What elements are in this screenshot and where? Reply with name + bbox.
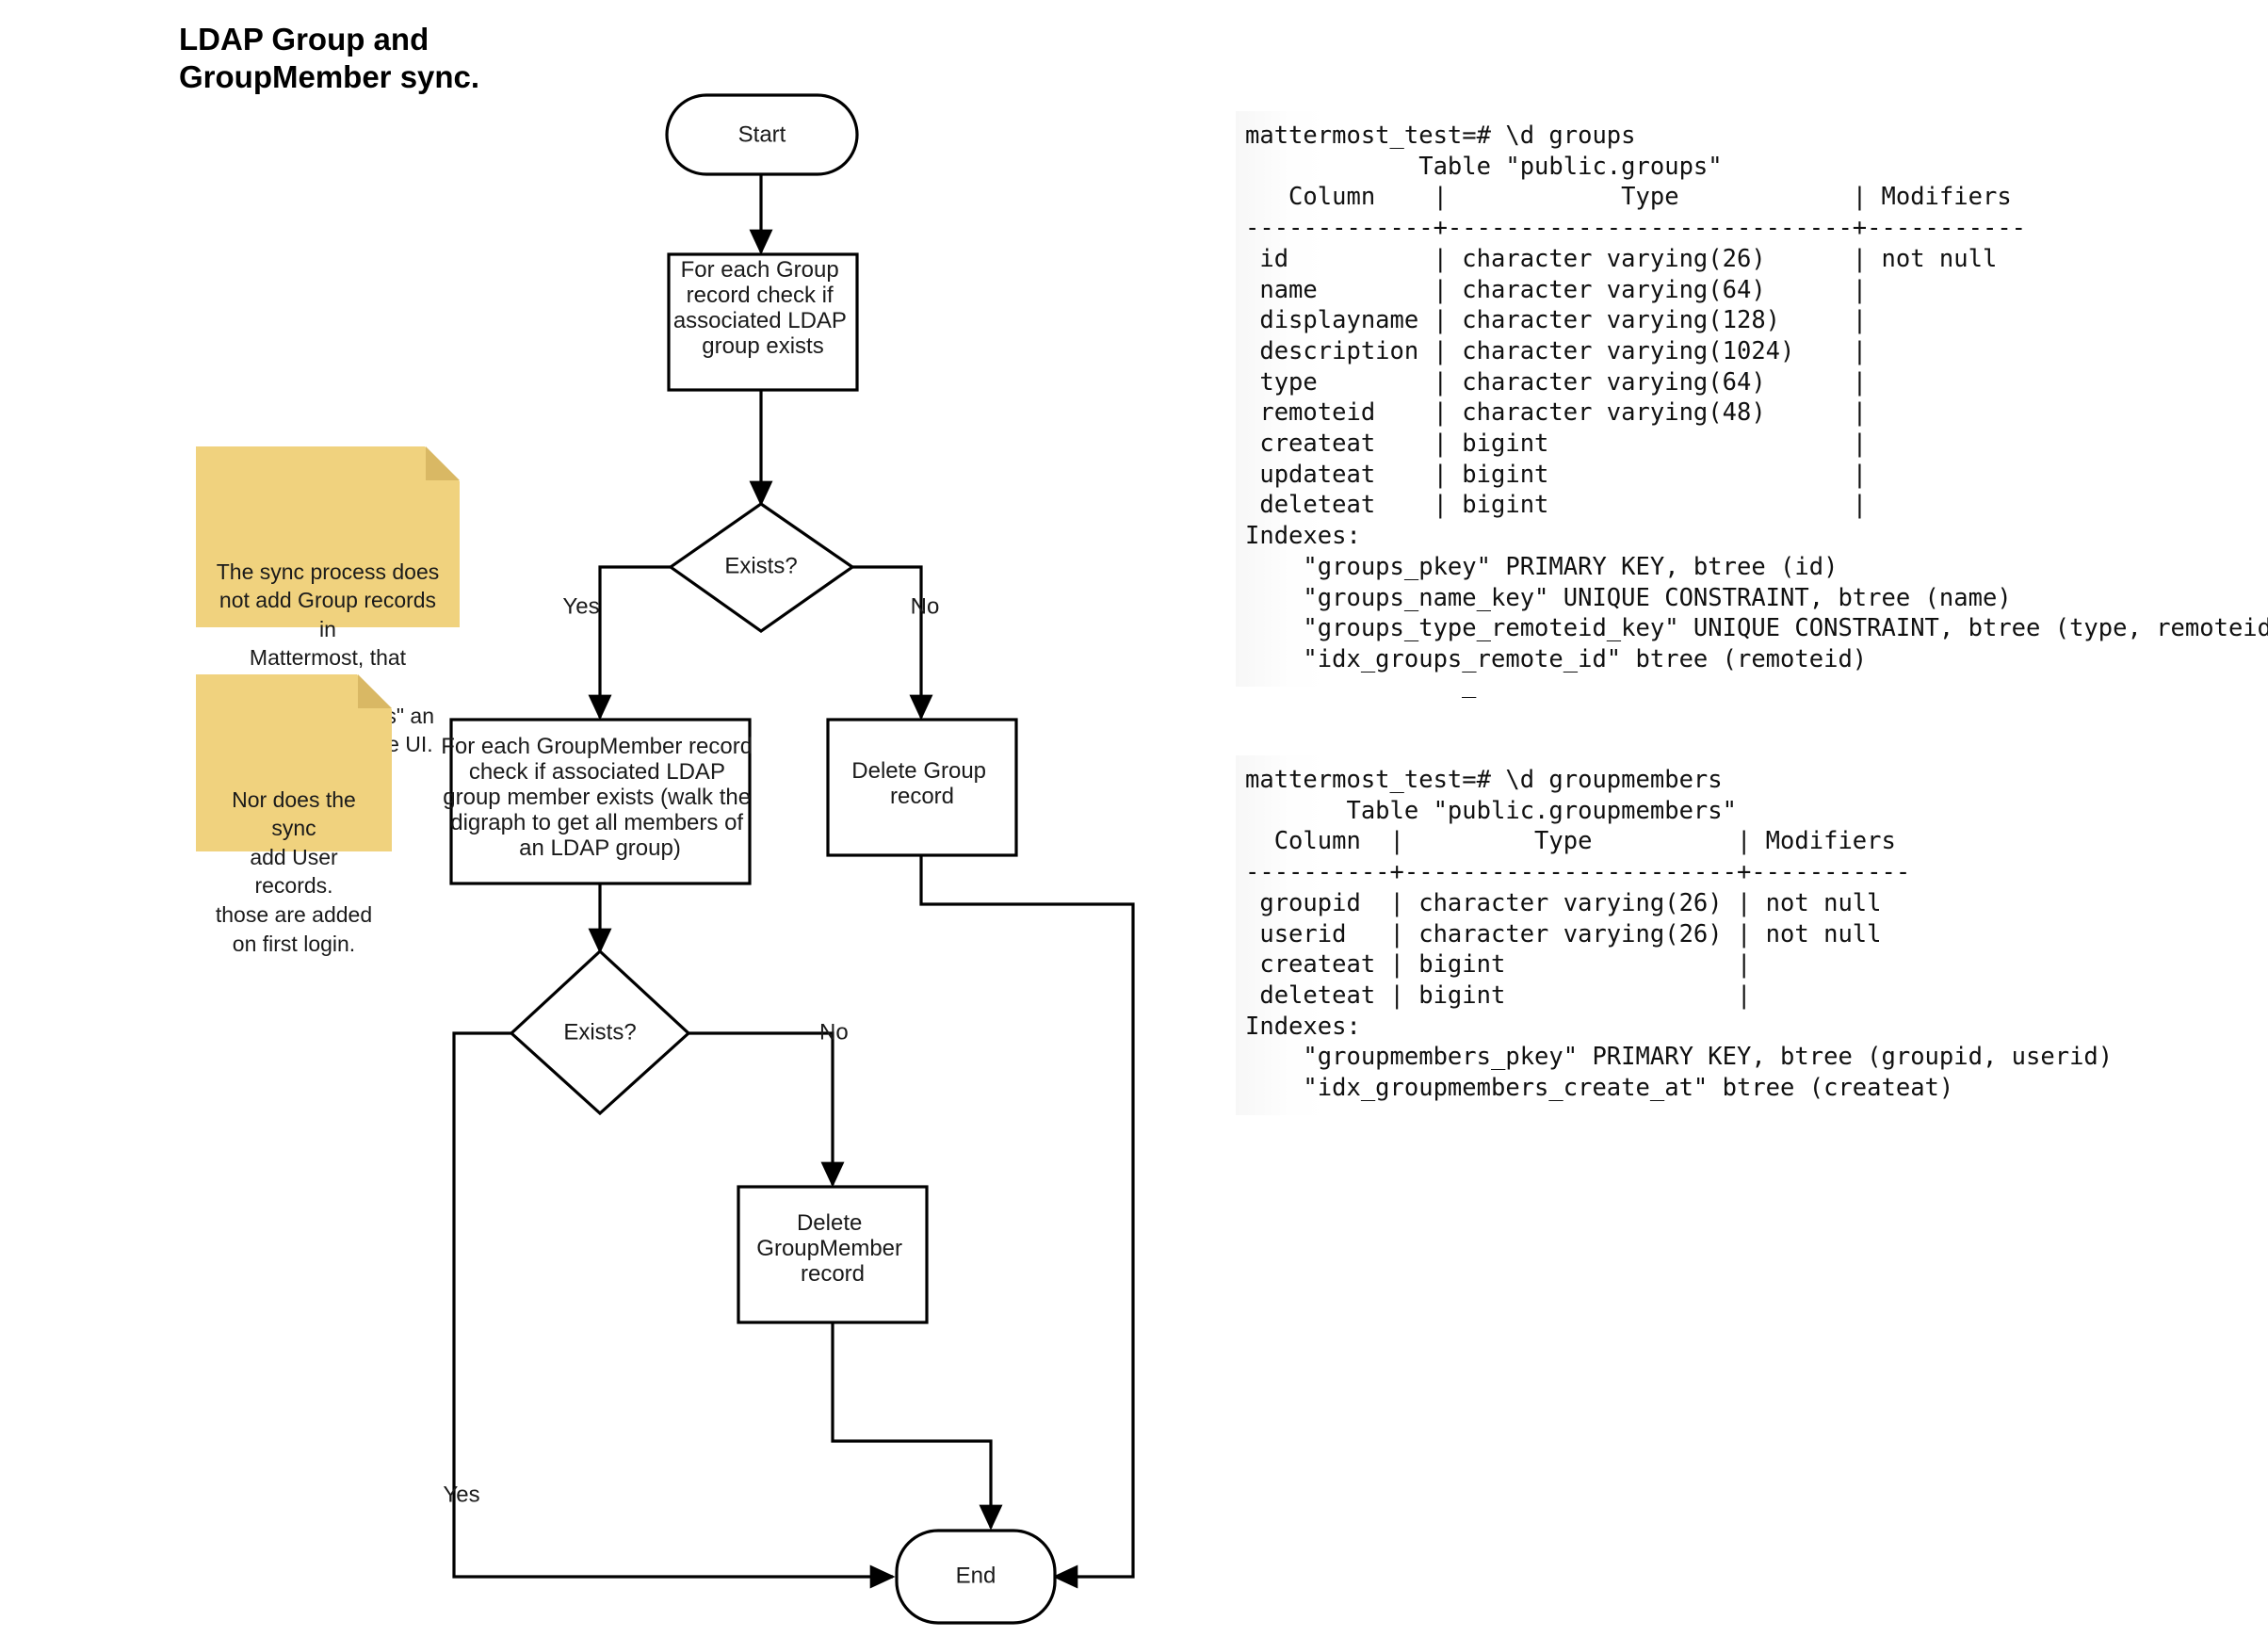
node-end[interactable] xyxy=(895,1529,1057,1625)
node-check-group-record-label: For each Group record check if associate… xyxy=(673,257,852,359)
terminal-line: description | character varying(1024) | xyxy=(1245,336,1868,365)
terminal-line: Table "public.groupmembers" xyxy=(1245,796,1737,825)
terminal-line: userid | character varying(26) | not nul… xyxy=(1245,919,1882,948)
edge-exists2-yes-to-end xyxy=(452,1031,896,1589)
terminal-line: Table "public.groups" xyxy=(1245,152,1723,181)
terminal-line: Indexes: xyxy=(1245,1012,1361,1041)
terminal-line: ----------+-----------------------+-----… xyxy=(1245,858,1911,887)
node-start-label: Start xyxy=(738,122,786,147)
node-exists-decision-1[interactable] xyxy=(668,502,855,633)
terminal-line: "groups_type_remoteid_key" UNIQUE CONSTR… xyxy=(1245,614,2268,643)
edge-exists1-yes-to-check-groupmember xyxy=(588,565,671,721)
node-delete-groupmember-record[interactable] xyxy=(737,1185,929,1324)
terminal-line: -------------+--------------------------… xyxy=(1245,214,2027,243)
page-title: LDAP Group and GroupMember sync. xyxy=(179,22,480,95)
terminal-line: name | character varying(64) | xyxy=(1245,275,1868,304)
terminal-line: createat | bigint | xyxy=(1245,950,1752,980)
node-exists-decision-2-label: Exists? xyxy=(563,1019,636,1045)
edge-exists2-no-to-delete-groupmember xyxy=(688,1031,845,1188)
terminal-line: "idx_groups_remote_id" btree (remoteid) xyxy=(1245,644,1868,673)
terminal-line: mattermost_test=# \d groupmembers xyxy=(1245,766,1723,794)
terminal-output-groups: mattermost_test=# \d groups Table "publi… xyxy=(1236,111,2268,687)
sticky-note-sync-no-group-add: The sync process does not add Group reco… xyxy=(196,446,460,756)
terminal-line: displayname | character varying(128) | xyxy=(1245,306,1868,335)
node-delete-group-record[interactable] xyxy=(826,718,1018,857)
terminal-line: "groups_name_key" UNIQUE CONSTRAINT, btr… xyxy=(1245,583,2012,612)
flowchart-canvas: Start For each Group record check if ass… xyxy=(441,93,1135,1625)
terminal-line: deleteat | bigint | xyxy=(1245,491,1868,520)
node-delete-groupmember-record-label: Delete GroupMember record xyxy=(756,1210,908,1287)
sticky-note-text: Nor does the sync add User records. thos… xyxy=(215,786,373,956)
terminal-line: groupid | character varying(26) | not nu… xyxy=(1245,888,1882,917)
terminal-line: deleteat | bigint | xyxy=(1245,981,1752,1010)
terminal-line: "idx_groupmembers_create_at" btree (crea… xyxy=(1245,1074,1954,1103)
edge-label-exists2-yes: Yes xyxy=(443,1482,479,1507)
node-start[interactable] xyxy=(665,93,859,176)
node-delete-group-record-label: Delete Group record xyxy=(851,758,992,809)
node-check-group-record[interactable] xyxy=(667,252,859,392)
edge-label-exists2-no: No xyxy=(819,1019,849,1045)
sticky-note-sync-no-user-add: Nor does the sync add User records. thos… xyxy=(196,674,392,956)
terminal-line: id | character varying(26) | not null xyxy=(1245,244,1998,273)
node-exists-decision-1-label: Exists? xyxy=(724,553,797,578)
node-exists-decision-2[interactable] xyxy=(509,948,691,1116)
node-check-groupmember-record-label: For each GroupMember record check if ass… xyxy=(441,734,758,861)
node-end-label: End xyxy=(956,1563,996,1588)
terminal-line: Column | Type | Modifiers xyxy=(1245,827,1896,856)
terminal-line: updateat | bigint | xyxy=(1245,460,1868,489)
edge-exists1-no-to-delete-group xyxy=(852,565,933,721)
terminal-line: createat | bigint | xyxy=(1245,430,1868,459)
terminal-line: remoteid | character varying(48) | xyxy=(1245,398,1868,428)
terminal-output-groupmembers: mattermost_test=# \d groupmembers Table … xyxy=(1236,755,2178,1115)
terminal-line: mattermost_test=# \d groups xyxy=(1245,122,1636,150)
terminal-cursor: _ xyxy=(1462,671,1477,699)
terminal-line: Indexes: xyxy=(1245,522,1361,551)
edge-label-exists1-no: No xyxy=(911,593,940,619)
terminal-line: Column | Type | Modifiers xyxy=(1245,183,2012,212)
edge-delete-group-to-end xyxy=(919,855,1135,1589)
terminal-line: "groupmembers_pkey" PRIMARY KEY, btree (… xyxy=(1245,1043,2114,1072)
edge-label-exists1-yes: Yes xyxy=(562,593,599,619)
terminal-line: "groups_pkey" PRIMARY KEY, btree (id) xyxy=(1245,552,1839,581)
terminal-line: type | character varying(64) | xyxy=(1245,367,1868,397)
node-check-groupmember-record[interactable] xyxy=(449,718,752,885)
edge-delete-groupmember-to-end xyxy=(831,1322,1003,1531)
